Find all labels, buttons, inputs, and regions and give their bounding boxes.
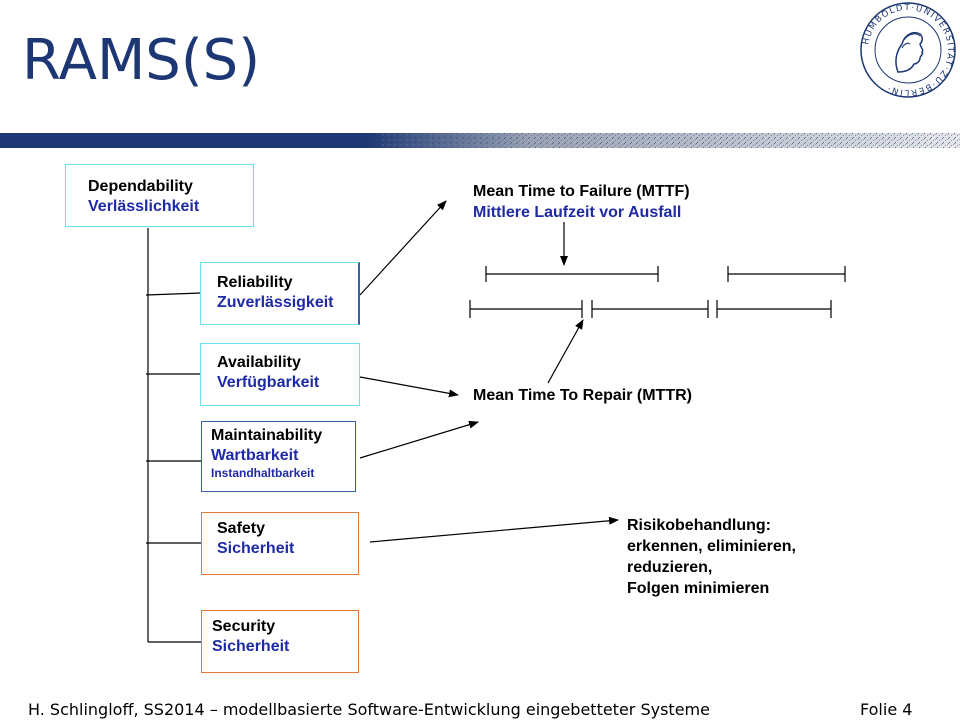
- risk-line-4: Folgen minimieren: [627, 580, 770, 597]
- mttf-label-de: Mittlere Laufzeit vor Ausfall: [473, 204, 682, 221]
- safety-label-de: Sicherheit: [217, 540, 295, 557]
- footer-left: H. Schlingloff, SS2014 – modellbasierte …: [28, 700, 710, 719]
- mttr-label-en: Mean Time To Repair (MTTR): [473, 387, 692, 404]
- maintainability-box: Maintainability Wartbarkeit Instandhaltb…: [201, 421, 356, 492]
- dependability-box: Dependability Verlässlichkeit: [65, 164, 254, 227]
- footer-right: Folie 4: [860, 700, 913, 719]
- mttr-label: Mean Time To Repair (MTTR): [473, 385, 692, 406]
- safety-label-en: Safety: [217, 520, 266, 537]
- maintainability-label-de2: Instandhaltbarkeit: [211, 466, 315, 480]
- slide-title: RAMS(S): [22, 28, 261, 93]
- availability-label-de: Verfügbarkeit: [217, 374, 320, 391]
- dependability-label-en: Dependability: [88, 178, 193, 195]
- safety-box: Safety Sicherheit: [201, 512, 359, 575]
- risk-handling-label: Risikobehandlung: erkennen, eliminieren,…: [627, 515, 796, 599]
- availability-box: Availability Verfügbarkeit: [200, 343, 360, 406]
- risk-line-2: erkennen, eliminieren,: [627, 538, 796, 555]
- security-box: Security Sicherheit: [201, 610, 359, 673]
- security-label-de: Sicherheit: [212, 638, 290, 655]
- maintainability-label-en: Maintainability: [211, 427, 323, 444]
- risk-line-3: reduzieren,: [627, 559, 713, 576]
- availability-label-en: Availability: [217, 354, 301, 371]
- university-seal-logo: HUMBOLDT·UNIVERSITÄT·ZU·BERLIN·: [860, 2, 956, 98]
- mttf-label-en: Mean Time to Failure (MTTF): [473, 183, 690, 200]
- reliability-box: Reliability Zuverlässigkeit: [200, 262, 360, 325]
- mttf-label: Mean Time to Failure (MTTF) Mittlere Lau…: [473, 181, 690, 223]
- reliability-label-en: Reliability: [217, 274, 293, 291]
- security-label-en: Security: [212, 618, 276, 635]
- maintainability-label-de: Wartbarkeit: [211, 447, 299, 464]
- dependability-label-de: Verlässlichkeit: [88, 198, 200, 215]
- risk-line-1: Risikobehandlung:: [627, 517, 771, 534]
- reliability-label-de: Zuverlässigkeit: [217, 294, 334, 311]
- header-band: [0, 133, 960, 148]
